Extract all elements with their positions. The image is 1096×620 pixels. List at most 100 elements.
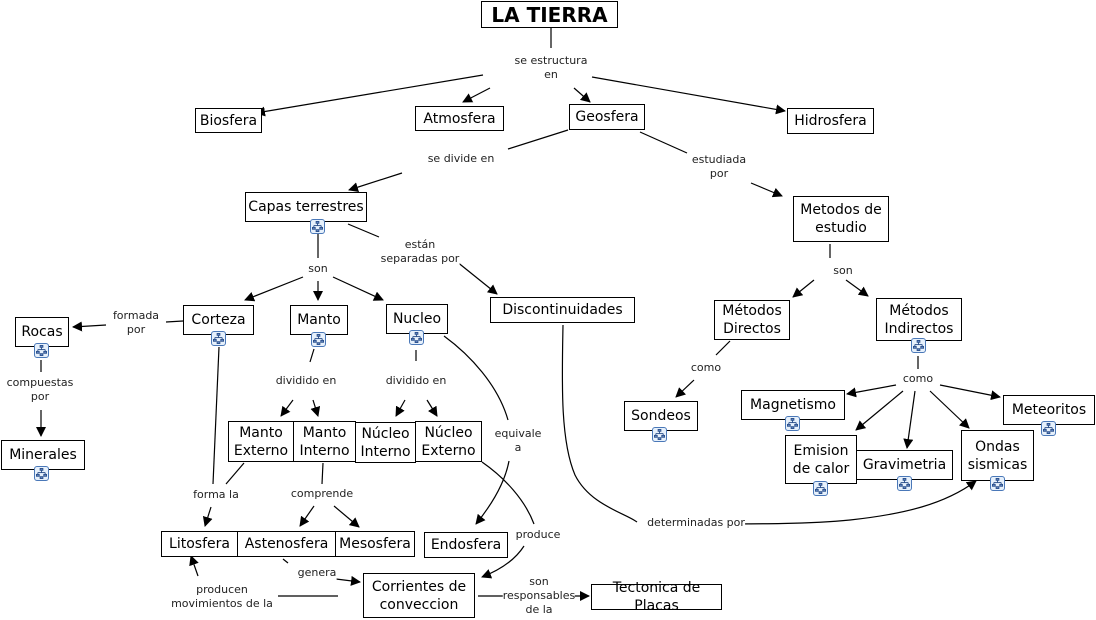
link-next-produce bbox=[481, 461, 535, 525]
concept-map-icon[interactable] bbox=[310, 219, 325, 234]
concept-rocas[interactable]: Rocas bbox=[15, 317, 69, 347]
linking-son-metodos: son bbox=[833, 264, 853, 278]
concept-capas-terrestres[interactable]: Capas terrestres bbox=[245, 192, 367, 222]
link-to-geosfera bbox=[573, 87, 591, 103]
link-como-sondeos bbox=[675, 379, 695, 398]
linking-genera: genera bbox=[297, 566, 337, 580]
link-mext-formala bbox=[225, 462, 245, 485]
concept-map-icon[interactable] bbox=[409, 330, 424, 345]
concept-metodos-indirectos[interactable]: Métodos Indirectos bbox=[876, 298, 962, 341]
concept-geosfera[interactable]: Geosfera bbox=[569, 104, 645, 130]
concept-tectonica-de-placas[interactable]: Tectonica de Placas bbox=[591, 580, 722, 614]
concept-magnetismo[interactable]: Magnetismo bbox=[741, 390, 845, 420]
linking-son-capas: son bbox=[308, 262, 328, 276]
concept-litosfera[interactable]: Litosfera bbox=[161, 531, 238, 557]
linking-son-responsables-de-la: son responsables de la bbox=[502, 575, 576, 617]
link-formala-litosfera bbox=[202, 506, 213, 527]
linking-determinadas-por: determinadas por bbox=[647, 516, 745, 530]
concept-map-icon[interactable] bbox=[785, 416, 800, 431]
concept-corteza[interactable]: Corteza bbox=[183, 305, 254, 335]
concept-la-tierra[interactable]: LA TIERRA bbox=[481, 1, 618, 28]
concept-nucleo-externo[interactable]: Núcleo Externo bbox=[415, 421, 482, 462]
link-to-biosfera bbox=[255, 74, 484, 117]
link-dividido-mint bbox=[310, 399, 321, 417]
link-producen-litosfera bbox=[189, 555, 199, 577]
link-como-magnetismo bbox=[846, 384, 897, 398]
link-nucleo-equivale bbox=[443, 335, 509, 421]
link-directos-como bbox=[715, 340, 731, 356]
concept-minerales[interactable]: Minerales bbox=[1, 440, 85, 470]
link-divide-capas bbox=[348, 172, 403, 193]
concept-atmosfera[interactable]: Atmosfera bbox=[415, 106, 504, 131]
link-comprende-asteno bbox=[299, 505, 315, 527]
concept-metodos-de-estudio[interactable]: Metodos de estudio bbox=[793, 196, 889, 242]
concept-ondas-sismicas[interactable]: Ondas sismicas bbox=[961, 430, 1034, 481]
concept-discontinuidades[interactable]: Discontinuidades bbox=[490, 297, 635, 323]
concept-nucleo[interactable]: Nucleo bbox=[386, 304, 448, 334]
link-formada-rocas bbox=[72, 321, 107, 332]
concept-hidrosfera[interactable]: Hidrosfera bbox=[787, 108, 874, 134]
linking-produce: produce bbox=[515, 528, 561, 542]
link-mint-comprende bbox=[321, 462, 324, 485]
concept-map-icon[interactable] bbox=[911, 338, 926, 353]
concept-manto-externo[interactable]: Manto Externo bbox=[228, 421, 294, 462]
concept-map-icon[interactable] bbox=[311, 332, 326, 347]
concept-meteoritos[interactable]: Meteoritos bbox=[1003, 395, 1095, 425]
link-son-corteza bbox=[244, 276, 304, 302]
link-comprende-meso bbox=[333, 505, 360, 528]
concept-manto[interactable]: Manto bbox=[290, 305, 348, 335]
link-son-nucleo bbox=[332, 276, 384, 301]
concept-astenosfera[interactable]: Astenosfera bbox=[237, 531, 336, 557]
link-son-directos bbox=[792, 279, 815, 298]
concept-sondeos[interactable]: Sondeos bbox=[624, 401, 698, 431]
concept-map-icon[interactable] bbox=[211, 331, 226, 346]
link-capas-separadas bbox=[347, 223, 380, 238]
link-como-ondas bbox=[929, 390, 970, 429]
linking-formada-por: formada por bbox=[112, 309, 160, 337]
concept-gravimetria[interactable]: Gravimetria bbox=[856, 450, 953, 480]
linking-comprende: comprende bbox=[290, 487, 354, 501]
concept-map-icon[interactable] bbox=[990, 476, 1005, 491]
link-como-gravimetria bbox=[903, 390, 916, 449]
linking-producen-movimientos-de-la: producen movimientos de la bbox=[171, 583, 273, 611]
link-to-hidrosfera bbox=[591, 76, 786, 115]
link-corteza-formala bbox=[212, 346, 220, 485]
linking-se-divide-en: se divide en bbox=[427, 152, 495, 166]
concept-map-icon[interactable] bbox=[34, 343, 49, 358]
link-geosfera-estudiada bbox=[639, 131, 688, 154]
concept-manto-interno[interactable]: Manto Interno bbox=[293, 421, 356, 462]
concept-map-icon[interactable] bbox=[652, 427, 667, 442]
concept-map-icon[interactable] bbox=[34, 466, 49, 481]
linking-se-estructura-en: se estructura en bbox=[514, 54, 588, 82]
linking-equivale-a: equivale a bbox=[494, 427, 542, 455]
concept-corrientes-de-conveccion[interactable]: Corrientes de conveccion bbox=[363, 573, 475, 618]
linking-forma-la: forma la bbox=[193, 488, 239, 502]
link-equivale-endosfera bbox=[475, 460, 510, 525]
linking-compuestas-por: compuestas por bbox=[6, 376, 74, 404]
concept-mesosfera[interactable]: Mesosfera bbox=[335, 531, 415, 557]
link-como-meteoritos bbox=[939, 384, 1001, 401]
link-estudiada-metodos bbox=[750, 182, 783, 198]
linking-dividido-en-nucleo: dividido en bbox=[385, 374, 447, 388]
linking-como-indirectos: como bbox=[902, 372, 934, 386]
linking-estan-separadas-por: están separadas por bbox=[380, 238, 460, 266]
concept-map-icon[interactable] bbox=[813, 481, 828, 496]
concept-map-icon[interactable] bbox=[897, 476, 912, 491]
linking-como-directos: como bbox=[690, 361, 722, 375]
link-produce-corrientes bbox=[481, 545, 525, 579]
link-son-indirectos bbox=[845, 279, 869, 297]
concept-emision-de-calor[interactable]: Emision de calor bbox=[785, 435, 857, 484]
link-corteza-formada bbox=[165, 320, 184, 323]
link-como-emision bbox=[855, 390, 904, 431]
concept-map-icon[interactable] bbox=[1041, 421, 1056, 436]
link-determinadas-ondas bbox=[699, 480, 977, 525]
concept-metodos-directos[interactable]: Métodos Directos bbox=[714, 300, 790, 340]
link-manto-dividido bbox=[309, 348, 315, 363]
concept-biosfera[interactable]: Biosfera bbox=[195, 108, 262, 133]
concept-nucleo-interno[interactable]: Núcleo Interno bbox=[355, 422, 416, 463]
link-to-atmosfera bbox=[462, 87, 491, 103]
concept-endosfera[interactable]: Endosfera bbox=[424, 532, 508, 558]
link-dividido-next bbox=[426, 399, 438, 417]
